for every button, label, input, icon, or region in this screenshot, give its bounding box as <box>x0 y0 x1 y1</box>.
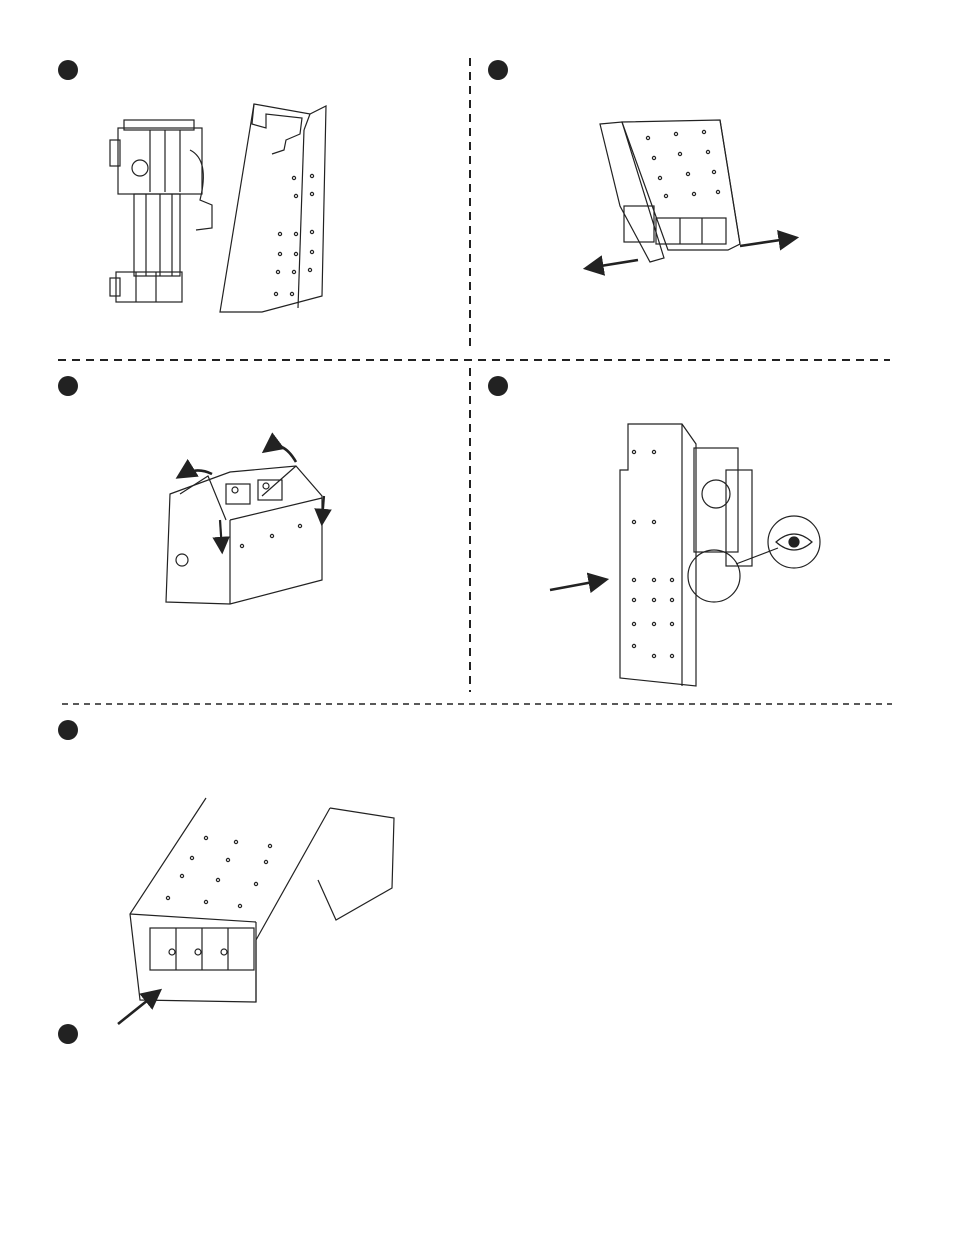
step-5-shroud-lock <box>118 798 394 1024</box>
step-3-shroud-fold <box>166 446 324 604</box>
step-4-shroud-installed <box>550 424 820 686</box>
step-1-shroud <box>220 104 326 312</box>
step-1-switch-body <box>110 120 212 302</box>
step-2-shroud-spread <box>588 120 794 268</box>
